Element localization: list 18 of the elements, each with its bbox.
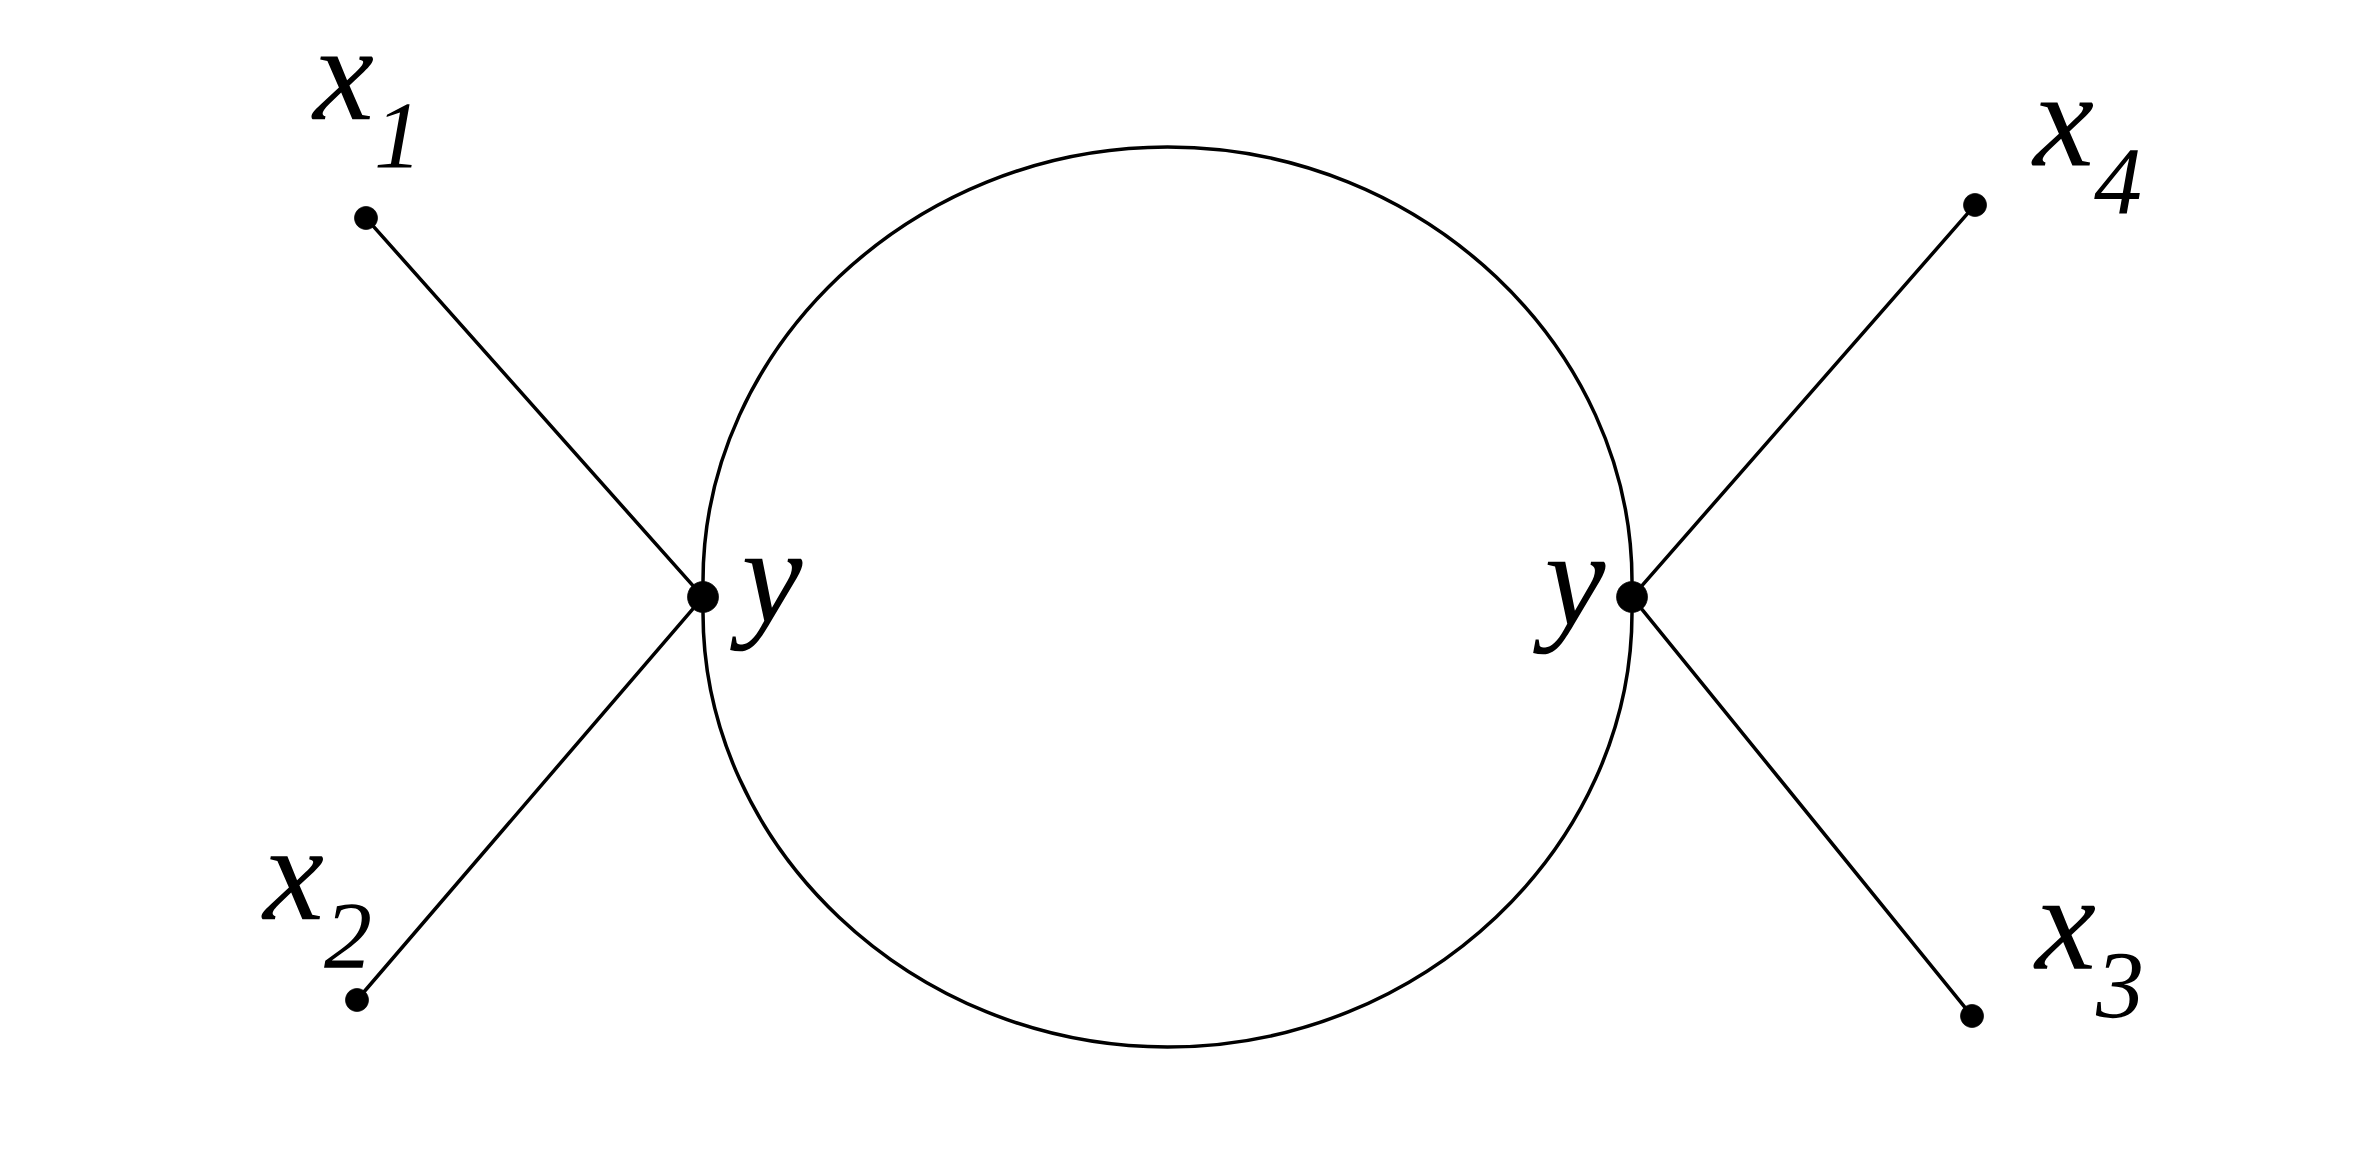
- endpoint-dot: [345, 988, 369, 1012]
- point-label: x$_{2}$: [261, 856, 370, 968]
- vertex-dot: [1616, 581, 1648, 613]
- point-label: x$_{4}$: [2031, 102, 2140, 214]
- point-label: x$_{1}$: [311, 56, 412, 168]
- endpoint-dot: [1963, 193, 1987, 217]
- line: [372, 225, 695, 587]
- line: [362, 607, 695, 993]
- line: [1640, 212, 1969, 587]
- point-label: x$_{3}$: [2033, 905, 2141, 1019]
- line: [1640, 607, 1967, 1009]
- vertex-label: y: [730, 558, 803, 652]
- loop-arc: [701, 145, 1634, 583]
- endpoint-dot: [354, 206, 378, 230]
- vertex-dot: [687, 581, 719, 613]
- endpoint-dot: [1960, 1004, 1984, 1028]
- loop-arc: [701, 611, 1634, 1049]
- vertex-label: y: [1533, 561, 1606, 655]
